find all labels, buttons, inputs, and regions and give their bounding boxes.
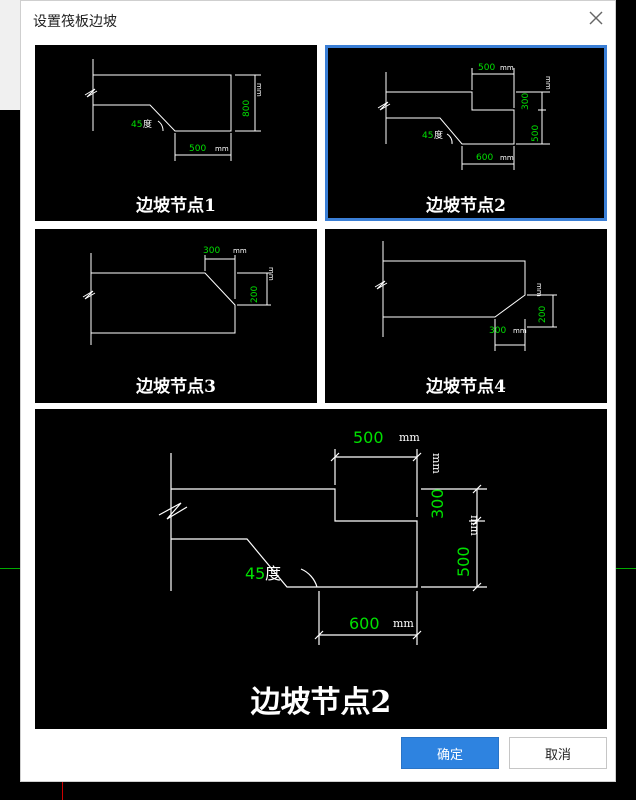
- node1-caption: 边坡节点1: [136, 196, 216, 216]
- axis-line-green: [0, 568, 20, 569]
- preview-dim-top: 500: [353, 428, 384, 447]
- close-button[interactable]: [583, 5, 609, 31]
- preview-angle: 45: [245, 564, 265, 583]
- axis-line-red: [62, 782, 63, 800]
- preview-dim-bottom: 600: [349, 614, 380, 633]
- preview-bottom-unit: mm: [393, 617, 414, 630]
- ok-button[interactable]: 确定: [401, 737, 499, 769]
- preview-top-unit: mm: [399, 431, 420, 444]
- axis-line-green-right: [616, 568, 636, 569]
- node4-caption: 边坡节点4: [426, 377, 506, 397]
- node1-width-unit: mm: [215, 145, 229, 153]
- slope-node-1-drawing: 45 度 800 mm 500 mm: [84, 59, 263, 161]
- preview-h-unit: mm: [430, 453, 443, 474]
- dialog-title: 设置筏板边坡: [33, 14, 117, 30]
- slope-node-2-drawing: 500 mm 300 500 mm 45 度 600 mm: [377, 63, 552, 170]
- node4-h-unit: mm: [535, 283, 543, 297]
- node1-dim-width: 500: [189, 144, 206, 154]
- node2-h-unit: mm: [544, 76, 552, 90]
- node4-bottom-unit: mm: [513, 327, 527, 335]
- node2-bottom-unit: mm: [500, 154, 514, 162]
- background-toolbar: [0, 0, 20, 110]
- slope-node-4-drawing: 200 mm 300 mm: [374, 241, 557, 351]
- slope-node-2-option[interactable]: 500 mm 300 500 mm 45 度 600 mm 边坡节点2: [325, 45, 607, 221]
- preview-caption: 边坡节点2: [250, 685, 392, 720]
- preview-angle-unit: 度: [265, 564, 281, 583]
- node1-dim-height: 800: [242, 100, 252, 117]
- node1-angle: 45: [131, 120, 142, 130]
- node4-dim-h: 200: [538, 306, 548, 323]
- slope-node-3-option[interactable]: 300 mm 200 mm 边坡节点3: [35, 229, 317, 403]
- preview-dim-h1: 300: [428, 488, 447, 519]
- node2-dim-h2: 500: [531, 125, 541, 142]
- node2-caption: 边坡节点2: [426, 196, 506, 216]
- cancel-button[interactable]: 取消: [509, 737, 607, 769]
- slope-node-1-option[interactable]: 45 度 800 mm 500 mm 边坡节点1: [35, 45, 317, 221]
- node3-dim-top: 300: [203, 246, 220, 256]
- node2-angle-unit: 度: [434, 129, 443, 141]
- close-icon: [589, 11, 603, 25]
- preview-h1-unit: mm: [468, 515, 481, 536]
- node2-dim-h1: 300: [521, 93, 531, 110]
- slope-node-4-option[interactable]: 200 mm 300 mm 边坡节点4: [325, 229, 607, 403]
- node3-caption: 边坡节点3: [136, 377, 216, 397]
- background-app: [0, 0, 20, 800]
- node3-top-unit: mm: [233, 247, 247, 255]
- node2-dim-top: 500: [478, 63, 495, 73]
- node3-dim-h: 200: [250, 286, 260, 303]
- slope-preview: 500 mm mm 300 mm 500 45 度 600 mm 边坡节点2: [35, 409, 607, 729]
- node2-top-unit: mm: [500, 64, 514, 72]
- node1-angle-unit: 度: [143, 118, 152, 130]
- node3-h-unit: mm: [267, 267, 275, 281]
- node1-height-unit: mm: [255, 83, 263, 97]
- slope-preview-drawing: 500 mm mm 300 mm 500 45 度 600 mm: [158, 428, 487, 645]
- slope-settings-dialog: 设置筏板边坡 45 度 800 mm 500: [20, 0, 616, 782]
- preview-dim-h2: 500: [454, 546, 473, 577]
- slope-node-3-drawing: 300 mm 200 mm: [82, 246, 275, 345]
- node2-angle: 45: [422, 131, 433, 141]
- node2-dim-bottom: 600: [476, 153, 493, 163]
- node4-dim-bottom: 300: [489, 326, 506, 336]
